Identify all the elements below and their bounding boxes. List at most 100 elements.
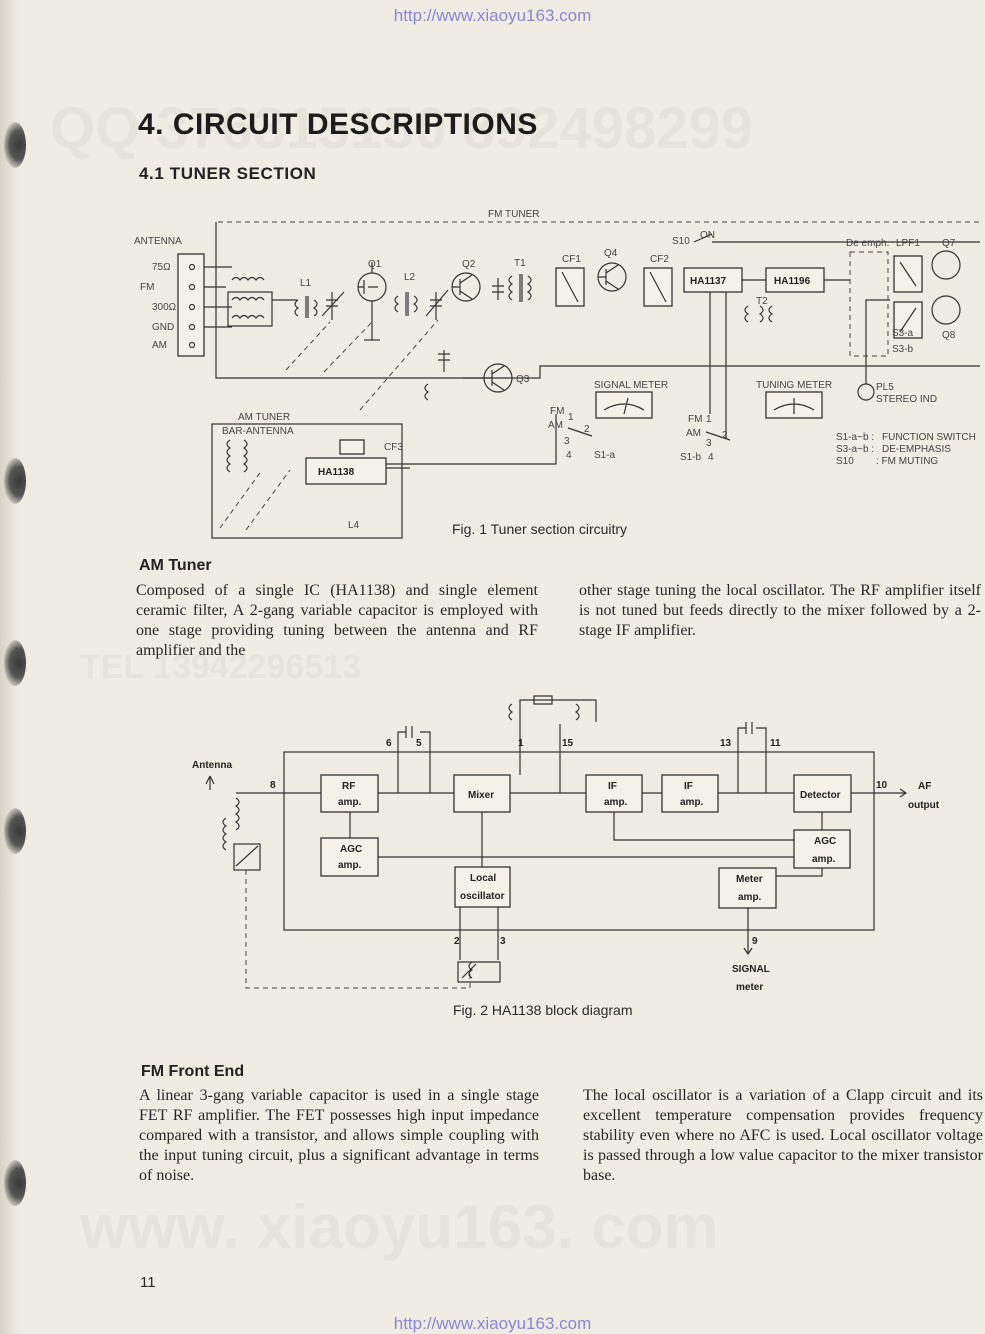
q1-label: Q1 xyxy=(368,259,382,270)
pin-11: 11 xyxy=(770,738,781,749)
if-amp-1-label-2: amp. xyxy=(604,797,628,808)
s1a-pos2: 2 xyxy=(584,424,590,435)
watermark-url-bottom: http://www.xiaoyu163.com xyxy=(393,1314,592,1333)
am-tuner-col1: Composed of a single IC (HA1138) and sin… xyxy=(136,582,538,659)
af-output-label-2: output xyxy=(908,800,940,811)
watermark-url-top: http://www.xiaoyu163.com xyxy=(393,6,592,25)
agc-amp-2-label-2: amp. xyxy=(812,854,836,865)
meter-amp-block xyxy=(718,867,777,909)
agc-amp-block-2 xyxy=(793,829,851,869)
if-amp-block-2 xyxy=(661,774,719,813)
pin-8: 8 xyxy=(270,780,276,791)
pin-5: 5 xyxy=(416,738,422,749)
pin-2: 2 xyxy=(454,936,460,947)
fm-front-end-col2: The local oscillator is a variation of a… xyxy=(583,1087,983,1184)
s1b-pos3: 3 xyxy=(706,438,712,449)
q8-label: Q8 xyxy=(942,330,956,341)
pin-10: 10 xyxy=(876,780,888,791)
watermark-tel: TEL 13942296513 xyxy=(80,648,362,686)
lo-label-2: oscillator xyxy=(460,891,505,902)
s10-label: S10 xyxy=(672,236,690,247)
agc-amp-2-label-1: AGC xyxy=(814,836,836,847)
q3-label: Q3 xyxy=(516,374,530,385)
bar-antenna-label: BAR-ANTENNA xyxy=(222,426,294,437)
fig1-caption: Fig. 1 Tuner section circuitry xyxy=(452,521,628,537)
legend-3-value: : FM MUTING xyxy=(876,456,938,467)
fm-tuner-label: FM TUNER xyxy=(488,209,539,220)
t1-label: T1 xyxy=(514,258,526,269)
ring-hole xyxy=(4,122,26,168)
rf-amp-label-2: amp. xyxy=(338,797,362,808)
s1b-pos1: 1 xyxy=(706,414,712,425)
am-tuner-label: AM TUNER xyxy=(238,412,290,423)
signal-meter-out-label-2: meter xyxy=(736,982,763,993)
fm-front-end-heading: FM Front End xyxy=(141,1063,245,1080)
am-label: AM xyxy=(152,340,167,351)
tuning-meter-label: TUNING METER xyxy=(756,380,832,391)
af-output-label-1: AF xyxy=(918,781,931,792)
q7-label: Q7 xyxy=(942,238,956,249)
cf3-label: CF3 xyxy=(384,442,403,453)
pin-9: 9 xyxy=(752,936,758,947)
ring-hole xyxy=(4,458,26,504)
ring-hole xyxy=(4,640,26,686)
q2-label: Q2 xyxy=(462,259,476,270)
if-amp-2-label-2: amp. xyxy=(680,797,704,808)
cf1-label: CF1 xyxy=(562,254,581,265)
antenna-label: ANTENNA xyxy=(134,236,182,247)
cf2-label: CF2 xyxy=(650,254,669,265)
am-tuner-col2: other stage tuning the local oscillator.… xyxy=(579,582,981,639)
ohm75-label: 75Ω xyxy=(152,262,171,273)
ring-hole xyxy=(4,1160,26,1206)
meter-amp-label-1: Meter xyxy=(736,874,763,885)
t2-label: T2 xyxy=(756,296,768,307)
pin-15: 15 xyxy=(562,738,574,749)
ha1138-ic xyxy=(305,457,387,485)
ha1138-label: HA1138 xyxy=(318,467,355,478)
s3b-label: S3-b xyxy=(892,344,914,355)
meter-amp-label-2: amp. xyxy=(738,892,762,903)
s1a-pos3: 3 xyxy=(564,436,570,447)
lo-label-1: Local xyxy=(470,873,496,884)
legend-2-key: S3-a~b : xyxy=(836,444,874,455)
pin-1: 1 xyxy=(518,738,524,749)
agc-amp-1-label-1: AGC xyxy=(340,844,362,855)
mixer-label: Mixer xyxy=(468,790,494,801)
s1a-pos4: 4 xyxy=(566,450,572,461)
watermark-big-url: www. xiaoyu163. com xyxy=(80,1193,719,1262)
ring-hole xyxy=(4,808,26,854)
s1a-pos1: 1 xyxy=(568,412,574,423)
watermark-qq: QQ 376315150 892498299 xyxy=(50,96,754,161)
section-title: 4.1 TUNER SECTION xyxy=(139,164,317,183)
l1-label: L1 xyxy=(300,278,312,289)
agc-amp-1-label-2: amp. xyxy=(338,860,362,871)
fm-front-end-col1: A linear 3-gang variable capacitor is us… xyxy=(139,1087,539,1184)
ha1196-ic xyxy=(765,267,825,293)
rf-amp-label-1: RF xyxy=(342,781,355,792)
legend-1-key: S1-a~b : xyxy=(836,432,874,443)
de-emph-label: De emph. xyxy=(846,238,889,249)
legend-2-value: DE-EMPHASIS xyxy=(882,444,951,455)
stereo-ind-label: STEREO IND xyxy=(876,394,937,405)
s1a-am-label: AM xyxy=(548,420,563,431)
if-amp-1-label-1: IF xyxy=(608,781,617,792)
fig1-tuner-schematic: FM TUNER ANTENNA 75Ω FM 300Ω GND AM L1 Q… xyxy=(134,209,980,539)
s1a-label: S1-a xyxy=(594,450,616,461)
cf1-filter xyxy=(555,267,585,307)
fig2-block-diagram: 8 6 5 1 15 13 11 10 2 3 9 RF amp. AGC am… xyxy=(192,695,940,993)
antenna-label-fig2: Antenna xyxy=(192,760,232,771)
page-title: 4. CIRCUIT DESCRIPTIONS xyxy=(138,108,538,141)
pin-3: 3 xyxy=(500,936,506,947)
pin-6: 6 xyxy=(386,738,392,749)
legend-1-value: FUNCTION SWITCH xyxy=(882,432,976,443)
fig2-caption: Fig. 2 HA1138 block diagram xyxy=(453,1002,633,1018)
ha1137-ic xyxy=(683,267,743,293)
ohm300-label: 300Ω xyxy=(152,302,177,313)
ha1196-label: HA1196 xyxy=(774,276,811,287)
q7-transistor xyxy=(931,250,961,280)
lpf1-label: LPF1 xyxy=(896,238,920,249)
ha1137-label: HA1137 xyxy=(690,276,727,287)
fm-label: FM xyxy=(140,282,154,293)
s1b-pos2: 2 xyxy=(722,430,728,441)
am-tuner-heading: AM Tuner xyxy=(139,557,212,574)
